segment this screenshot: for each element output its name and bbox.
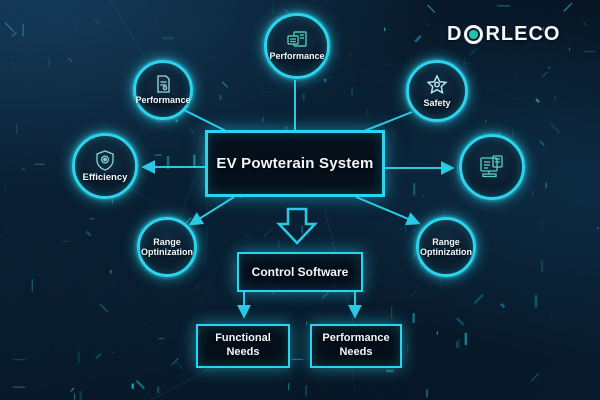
logo-prefix: D xyxy=(447,23,463,45)
gear-o-icon xyxy=(464,25,484,44)
node-label: Efficiency xyxy=(82,171,128,183)
arrow-range-left xyxy=(188,196,235,226)
line-safety xyxy=(363,111,413,132)
dorleco-logo: D RLECO xyxy=(447,23,560,46)
block-down-arrow xyxy=(276,207,318,245)
node-performance-left: Performance xyxy=(133,60,193,120)
star-icon xyxy=(425,74,449,97)
monitor-docs-icon xyxy=(477,154,507,180)
performance-needs-box: Performance Needs xyxy=(310,324,402,368)
node-label: Safety xyxy=(423,97,451,108)
node-efficiency: Efficiency xyxy=(72,133,138,199)
node-safety: Safety xyxy=(406,60,468,122)
line-left-performance xyxy=(183,109,227,132)
center-system-box: EV Powterain System xyxy=(205,130,385,197)
control-software-box: Control Software xyxy=(237,252,363,292)
server-icon xyxy=(285,30,309,50)
document-icon xyxy=(154,74,172,94)
node-label: Range Optinization xyxy=(141,236,193,257)
center-system-label: EV Powterain System xyxy=(216,155,374,172)
node-monitor-right xyxy=(459,134,525,200)
node-range-left: Range Optinization xyxy=(137,217,197,277)
node-label: Performance xyxy=(135,95,191,106)
node-performance-top: Performance xyxy=(264,13,330,79)
shield-gear-icon xyxy=(94,149,116,172)
node-label: Range Optinization xyxy=(420,236,472,257)
functional-needs-box: Functional Needs xyxy=(196,324,290,368)
node-range-right: Range Optinization xyxy=(416,217,476,277)
logo-suffix: RLECO xyxy=(485,23,561,45)
functional-needs-label: Functional Needs xyxy=(215,332,271,358)
control-software-label: Control Software xyxy=(251,265,349,279)
node-label: Performance xyxy=(269,51,325,62)
arrow-range-right xyxy=(355,196,421,226)
performance-needs-label: Performance Needs xyxy=(322,332,390,358)
